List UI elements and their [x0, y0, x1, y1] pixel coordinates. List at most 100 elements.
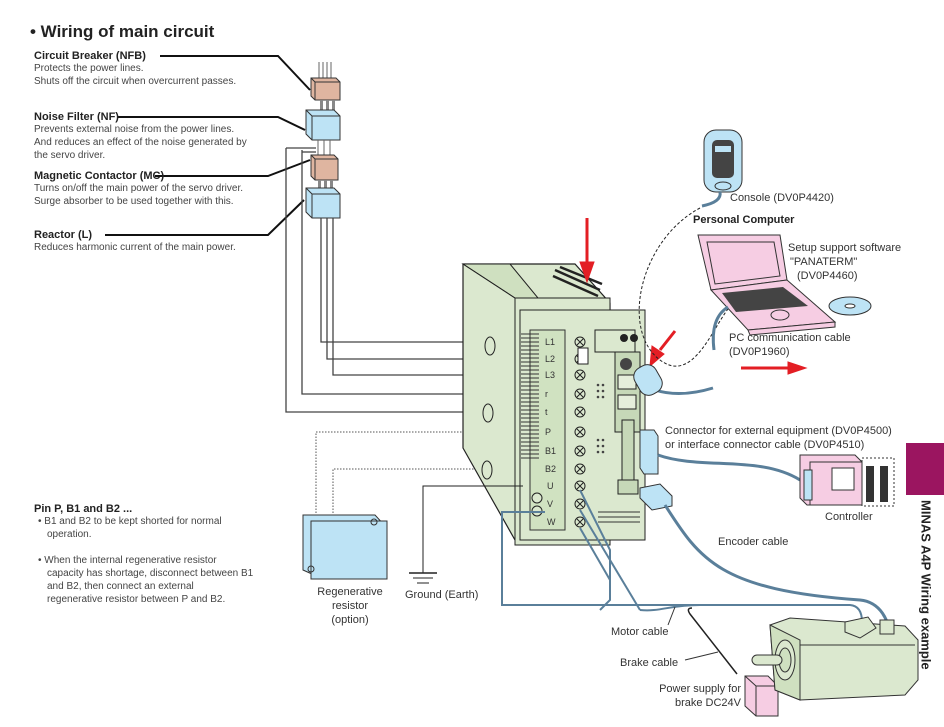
- terminal-label: W: [547, 517, 556, 527]
- mc-description: Magnetic Contactor (MC) Turns on/off the…: [34, 170, 243, 208]
- pin-note: Pin P, B1 and B2 ... • B1 and B2 to be k…: [34, 503, 253, 606]
- console-cable: [638, 207, 741, 367]
- led-dots: [596, 383, 605, 454]
- software-line: Setup support software: [788, 242, 902, 254]
- terminal-screw-cross: [576, 518, 584, 526]
- software-line: "PANATERM": [790, 256, 858, 268]
- brake-power-supply-icon: [744, 675, 779, 717]
- connector-line: Connector for external equipment (DV0P45…: [665, 425, 892, 437]
- input-wires: [318, 62, 332, 78]
- pc-cable-line: PC communication cable: [729, 332, 851, 344]
- bottom-vents: [598, 511, 640, 523]
- regen-line: resistor: [331, 600, 369, 612]
- noise-filter-icon: [305, 100, 341, 141]
- connector-label: Connector for external equipment (DV0P45…: [665, 424, 892, 452]
- terminal-screw-cross: [576, 447, 584, 455]
- terminal-screw-cross: [576, 390, 584, 398]
- side-tab-label: MINAS A4P Wiring example: [918, 500, 934, 670]
- servo-motor-icon: [751, 616, 919, 701]
- motor-cable-leader: [667, 606, 676, 626]
- nfb-line: Shuts off the circuit when overcurrent p…: [34, 76, 237, 87]
- nf-name: Noise Filter (NF): [34, 111, 119, 123]
- console-label: Console (DV0P4420): [730, 192, 834, 204]
- laptop-icon: [697, 234, 837, 351]
- pc-header: Personal Computer: [693, 214, 795, 226]
- brake-power-line: Power supply for: [659, 683, 741, 695]
- terminal-label: t: [545, 407, 548, 417]
- mc-name: Magnetic Contactor (MC): [34, 170, 165, 182]
- terminal-label: V: [547, 499, 553, 509]
- heatsink-fins: [521, 333, 539, 459]
- terminal-screw-cross: [576, 371, 584, 379]
- brake-power-line: brake DC24V: [674, 697, 741, 709]
- pin-note-line: operation.: [47, 529, 92, 540]
- terminal-label: L3: [545, 370, 555, 380]
- mc-line: Turns on/off the main power of the servo…: [34, 183, 243, 194]
- pc-cable-label: PC communication cable (DV0P1960): [729, 331, 851, 359]
- terminal-screw-cross: [576, 338, 584, 346]
- pin-note-line: regenerative resistor between P and B2.: [47, 594, 226, 605]
- terminal-label: P: [545, 427, 551, 437]
- terminal-screw-cross: [576, 482, 584, 490]
- nf-line: Prevents external noise from the power l…: [34, 124, 235, 135]
- console-icon: [701, 129, 743, 208]
- brake-power-label: Power supply for brake DC24V: [632, 682, 741, 710]
- ground-label: Ground (Earth): [405, 589, 479, 601]
- pin-note-header: Pin P, B1 and B2 ...: [34, 503, 133, 515]
- circuit-breaker-icon: [310, 77, 341, 101]
- pin-note-line: • When the internal regenerative resisto…: [38, 555, 217, 566]
- motor-cable: [501, 489, 863, 623]
- pin-note-line: • B1 and B2 to be kept shorted for norma…: [38, 516, 222, 527]
- terminal-screw-cross: [576, 408, 584, 416]
- pc-cable-plug: [633, 364, 714, 396]
- controller-label: Controller: [825, 511, 873, 523]
- terminal-screw-cross: [576, 428, 584, 436]
- vent-slots: [552, 265, 603, 298]
- external-connector: [639, 429, 801, 482]
- nf-line: And reduces an effect of the noise gener…: [34, 137, 247, 148]
- power-wires: [285, 147, 518, 413]
- reactor-line: Reduces harmonic current of the main pow…: [34, 242, 236, 253]
- pc-cable-line: (DV0P1960): [729, 346, 790, 358]
- ground-icon: [409, 485, 523, 584]
- nfb-name: Circuit Breaker (NFB): [34, 50, 146, 62]
- leader-lines: [105, 55, 311, 236]
- motor-cable-label: Motor cable: [611, 626, 669, 638]
- regen-wires: [315, 431, 518, 519]
- pin-note-line: capacity has shortage, disconnect betwee…: [47, 568, 254, 579]
- reactor-name: Reactor (L): [34, 229, 93, 241]
- brake-cable: [687, 607, 738, 675]
- nf-line: the servo driver.: [34, 150, 106, 161]
- magnetic-contactor-icon: [310, 154, 339, 181]
- terminal-screw-cross: [576, 500, 584, 508]
- nf-description: Noise Filter (NF) Prevents external nois…: [34, 111, 247, 162]
- page-title: • Wiring of main circuit: [30, 22, 215, 41]
- regen-label: Regenerative resistor (option): [310, 585, 390, 627]
- encoder-cable-label: Encoder cable: [718, 536, 789, 548]
- terminal-label: L2: [545, 354, 555, 364]
- regen-line: Regenerative: [317, 586, 383, 598]
- cd-disc-icon: [828, 296, 872, 316]
- terminal-label: B1: [545, 446, 556, 456]
- terminal-label: r: [545, 389, 548, 399]
- software-line: (DV0P4460): [797, 270, 858, 282]
- encoder-connector: [639, 483, 892, 641]
- terminal-label: U: [547, 481, 554, 491]
- terminal-label: B2: [545, 464, 556, 474]
- brake-cable-label: Brake cable: [620, 657, 679, 669]
- connector-line: or interface connector cable (DV0P4510): [665, 439, 865, 451]
- regen-line: (option): [331, 614, 369, 626]
- nf-mc-wires: [317, 140, 331, 155]
- terminal-label: L1: [545, 337, 555, 347]
- controller-icon: [799, 454, 895, 507]
- brake-cable-leader: [684, 651, 719, 661]
- nfb-line: Protects the power lines.: [34, 63, 144, 74]
- side-tab-accent: [906, 443, 944, 495]
- pin-note-line: and B2, then connect an external: [47, 581, 194, 592]
- nfb-description: Circuit Breaker (NFB) Protects the power…: [34, 50, 236, 88]
- terminal-screw-cross: [576, 465, 584, 473]
- regenerative-resistor-icon: [302, 514, 388, 580]
- reactor-icon: [305, 180, 341, 219]
